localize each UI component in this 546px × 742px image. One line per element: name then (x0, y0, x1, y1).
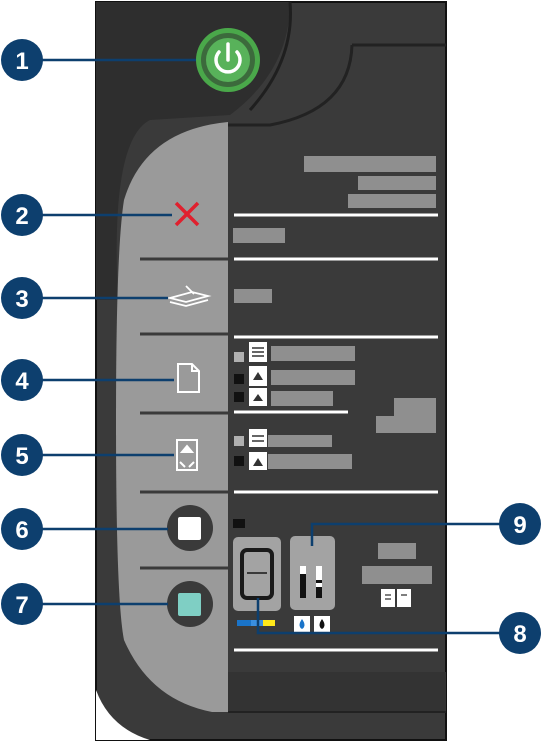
indicator-led (233, 519, 245, 528)
callout-number: 9 (513, 512, 526, 539)
copy-color-button[interactable] (167, 581, 213, 627)
ink-drop-icon (319, 619, 325, 629)
callout-3: 3 (1, 277, 43, 319)
label-placeholder (304, 156, 436, 172)
power-icon (214, 42, 242, 74)
label-placeholder (271, 346, 355, 361)
callout-2: 2 (1, 194, 43, 236)
photo-button[interactable] (170, 436, 204, 476)
document-button[interactable] (170, 360, 204, 396)
callout-number: 1 (15, 48, 28, 75)
callout-number: 4 (15, 368, 29, 395)
photo-icon (176, 439, 198, 471)
label-placeholder (394, 398, 436, 418)
label-placeholder (271, 370, 355, 385)
label-area (228, 156, 446, 713)
callout-9: 9 (499, 503, 541, 545)
callout-number: 6 (15, 517, 28, 544)
document-icon (177, 363, 200, 393)
label-placeholder (362, 566, 432, 584)
scan-icon (166, 285, 212, 307)
indicator-led (234, 352, 244, 362)
ink-drop-icon (299, 619, 305, 629)
callout-number: 7 (15, 592, 28, 619)
panel-corner (96, 690, 150, 740)
leader-line-8 (256, 598, 500, 635)
callout-number: 5 (15, 443, 28, 470)
label-placeholder (348, 194, 436, 208)
panel-groove (248, 1, 292, 112)
label-placeholder (358, 176, 436, 190)
callout-6: 6 (1, 508, 43, 550)
indicator-led (234, 456, 244, 466)
photo-type-icon (249, 429, 267, 447)
label-placeholder (268, 435, 332, 447)
power-button[interactable] (196, 28, 260, 92)
indicator-led (234, 436, 244, 446)
cancel-x-icon (174, 201, 200, 227)
callout-8: 8 (499, 612, 541, 654)
label-placeholder (268, 454, 352, 469)
label-placeholder (234, 289, 272, 303)
indicator-led (234, 392, 244, 402)
callout-7: 7 (1, 583, 43, 625)
label-placeholder (376, 416, 436, 433)
copy-pages-icon (381, 589, 411, 607)
scan-button[interactable] (165, 285, 212, 309)
callout-1: 1 (1, 39, 43, 81)
copy-black-button[interactable] (167, 505, 213, 551)
callout-number: 8 (513, 621, 526, 648)
panel-footer (228, 672, 446, 712)
callout-5: 5 (1, 434, 43, 476)
leader-line-9 (310, 522, 500, 546)
ink-level-display (290, 536, 335, 632)
callout-number: 2 (15, 203, 28, 230)
label-placeholder (233, 228, 285, 243)
callout-number: 3 (15, 286, 28, 313)
label-placeholder (378, 543, 416, 559)
label-placeholder (271, 391, 333, 406)
button-bar (116, 122, 228, 712)
leader-lines (42, 58, 500, 635)
callout-4: 4 (1, 359, 43, 401)
cancel-button[interactable] (168, 196, 204, 232)
panel-groove-mid (228, 44, 354, 127)
indicator-led (234, 374, 244, 384)
